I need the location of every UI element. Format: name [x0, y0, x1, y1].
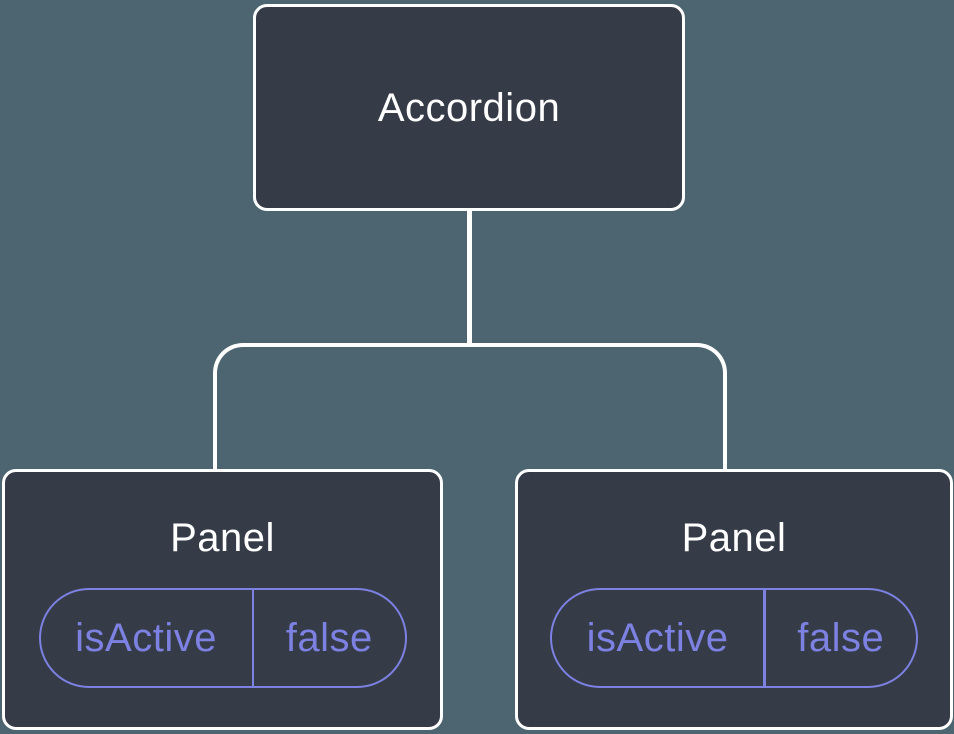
panel-node-left: Panel isActive false	[2, 469, 443, 730]
state-pill: isActive false	[550, 588, 918, 688]
accordion-node: Accordion	[253, 4, 685, 211]
panel-label: Panel	[681, 516, 787, 560]
state-divider	[763, 590, 766, 686]
state-key: isActive	[586, 615, 729, 660]
panel-label: Panel	[170, 516, 275, 560]
accordion-label: Accordion	[377, 85, 561, 130]
connector-branch	[213, 343, 727, 473]
state-key: isActive	[75, 615, 217, 660]
state-divider	[251, 590, 255, 686]
state-pill: isActive false	[38, 588, 407, 688]
connector-stem	[467, 209, 472, 346]
panel-node-right: Panel isActive false	[515, 469, 953, 730]
state-value: false	[797, 615, 885, 660]
state-value: false	[285, 615, 373, 660]
